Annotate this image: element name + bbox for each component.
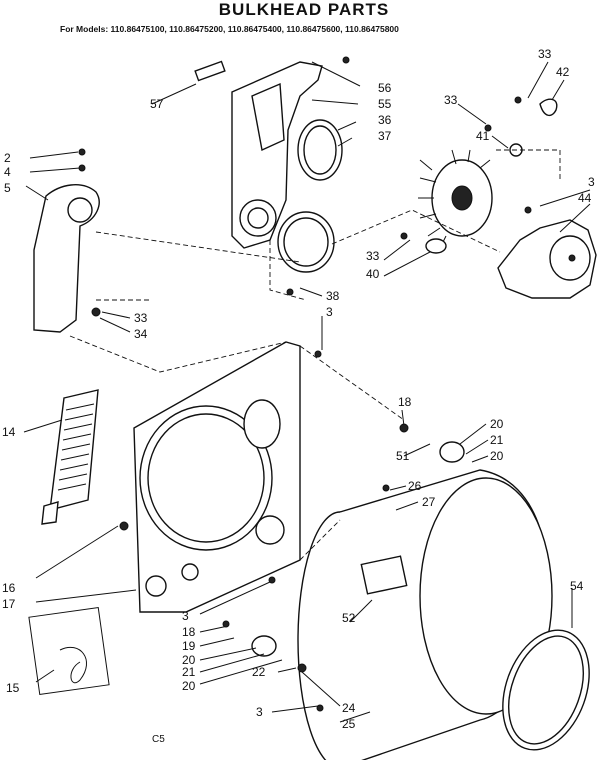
clamp-42: [539, 98, 558, 117]
callout-3: 3: [588, 175, 595, 189]
callout-38: 38: [326, 289, 340, 303]
part-40: [425, 238, 447, 254]
footer-code: C5: [152, 734, 165, 745]
diagram-title: BULKHEAD PARTS: [218, 0, 390, 19]
callout-21: 21: [490, 433, 504, 447]
blower-wheel: [418, 149, 493, 249]
screws: [78, 56, 532, 712]
idler-arm: [33, 184, 100, 333]
callout-52: 52: [342, 611, 356, 625]
bearing-21-lower: [251, 635, 277, 657]
callout-20: 20: [490, 417, 504, 431]
callout-33: 33: [444, 93, 458, 107]
callout-25: 25: [342, 717, 356, 731]
callout-4: 4: [4, 165, 11, 179]
parts-bag: [28, 606, 110, 696]
callout-55: 55: [378, 97, 392, 111]
callout-34: 34: [134, 327, 148, 341]
callout-2: 2: [4, 151, 11, 165]
callout-18: 18: [398, 395, 412, 409]
callout-19: 19: [182, 639, 196, 653]
callout-41: 41: [476, 129, 490, 143]
callout-51: 51: [396, 449, 410, 463]
callout-57: 57: [150, 97, 164, 111]
callout-16: 16: [2, 581, 16, 595]
bearing-21: [439, 441, 465, 463]
callout-26: 26: [408, 479, 422, 493]
rear-bulkhead: [231, 61, 323, 249]
callout-56: 56: [378, 81, 392, 95]
callout-54: 54: [570, 579, 584, 593]
callout-36: 36: [378, 113, 392, 127]
callout-33: 33: [538, 47, 552, 61]
callout-33: 33: [366, 249, 380, 263]
callout-18: 18: [182, 625, 196, 639]
callout-15: 15: [6, 681, 20, 695]
blower-housing: [497, 219, 597, 299]
callout-3: 3: [326, 305, 333, 319]
callout-20: 20: [182, 653, 196, 667]
callout-33: 33: [134, 311, 148, 325]
callout-22: 22: [252, 665, 266, 679]
callout-20: 20: [490, 449, 504, 463]
callout-27: 27: [422, 495, 436, 509]
callout-37: 37: [378, 129, 392, 143]
callout-44: 44: [578, 191, 592, 205]
callout-3: 3: [256, 705, 263, 719]
callout-17: 17: [2, 597, 16, 611]
callout-5: 5: [4, 181, 11, 195]
heater-element: [41, 389, 99, 525]
callout-20: 20: [182, 679, 196, 693]
callout-21: 21: [182, 665, 196, 679]
part-57: [194, 60, 226, 82]
callout-14: 14: [2, 425, 16, 439]
callout-24: 24: [342, 701, 356, 715]
callout-40: 40: [366, 267, 380, 281]
callout-3: 3: [182, 609, 189, 623]
front-bulkhead: [133, 341, 301, 613]
drum: [297, 469, 553, 760]
models-line: For Models: 110.86475100, 110.86475200, …: [60, 24, 399, 34]
callout-42: 42: [556, 65, 570, 79]
